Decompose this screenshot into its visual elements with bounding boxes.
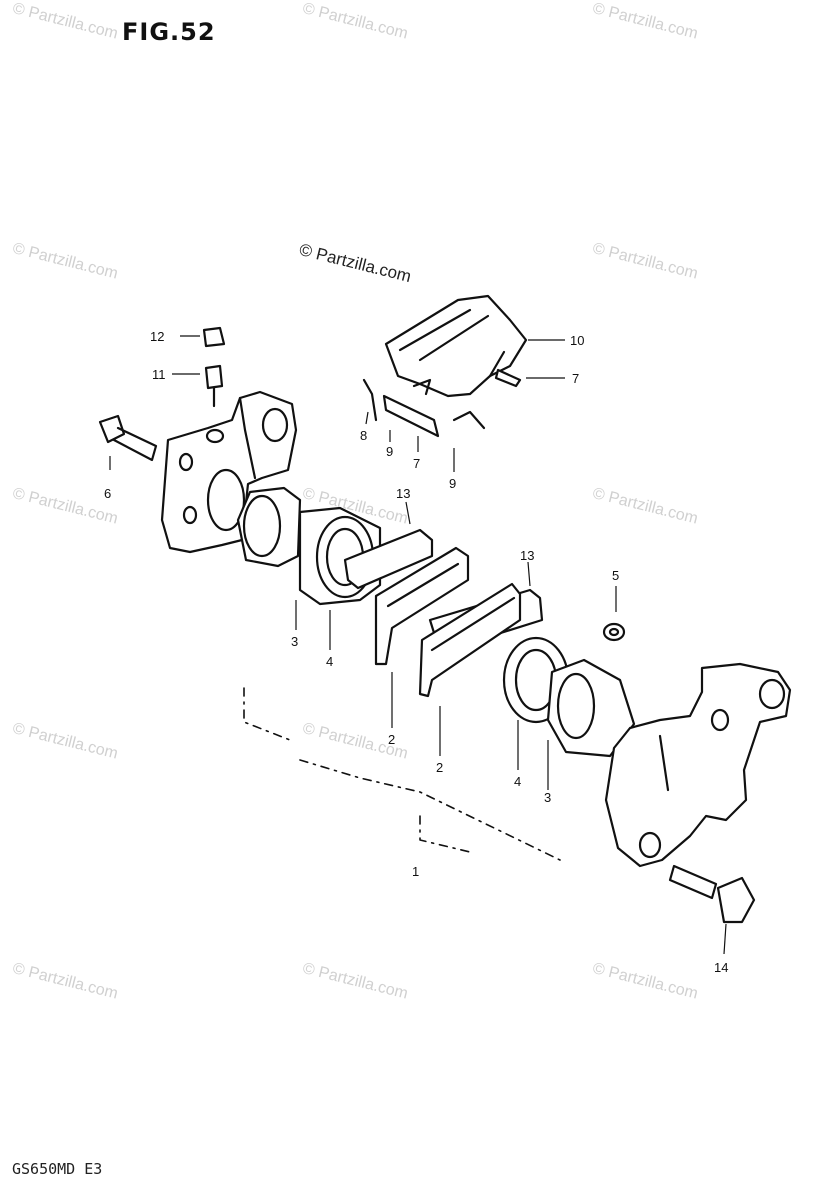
callout-1: 1 (412, 864, 419, 879)
callout-2-right: 2 (436, 760, 443, 775)
callout-13-right: 13 (520, 548, 534, 563)
left-piston (236, 486, 302, 568)
pad-pin (382, 394, 440, 438)
callout-3-right: 3 (544, 790, 551, 805)
brake-pad-left (374, 546, 470, 666)
washer (602, 622, 626, 642)
pad-pin-top (494, 368, 522, 388)
callout-10: 10 (570, 333, 584, 348)
retaining-clip (362, 378, 486, 430)
callout-14: 14 (714, 960, 728, 975)
callout-11: 11 (152, 367, 166, 382)
callout-6: 6 (104, 486, 111, 501)
pad-shim-left (343, 528, 434, 590)
figure-title: FIG.52 (122, 18, 216, 46)
callout-9-right: 9 (449, 476, 456, 491)
callout-3-left: 3 (291, 634, 298, 649)
caliper-bolt-right (668, 864, 756, 924)
callout-5: 5 (612, 568, 619, 583)
callout-9-left: 9 (386, 444, 393, 459)
model-code: GS650MD E3 (12, 1160, 103, 1178)
callout-2-left: 2 (388, 732, 395, 747)
callout-7-top: 7 (572, 371, 579, 386)
bleeder-valve (204, 364, 224, 408)
bleeder-cap (202, 326, 226, 348)
callout-4-left: 4 (326, 654, 333, 669)
assembly-bracket (243, 687, 561, 861)
right-caliper-body (604, 662, 792, 868)
callout-12: 12 (150, 329, 164, 344)
brake-pad-right (418, 582, 522, 698)
callout-4-right: 4 (514, 774, 521, 789)
callout-13-left: 13 (396, 486, 410, 501)
left-caliper-body (160, 390, 298, 554)
callout-8: 8 (360, 428, 367, 443)
right-piston (546, 658, 636, 758)
callout-7-bottom: 7 (413, 456, 420, 471)
caliper-bolt-left (98, 414, 158, 462)
